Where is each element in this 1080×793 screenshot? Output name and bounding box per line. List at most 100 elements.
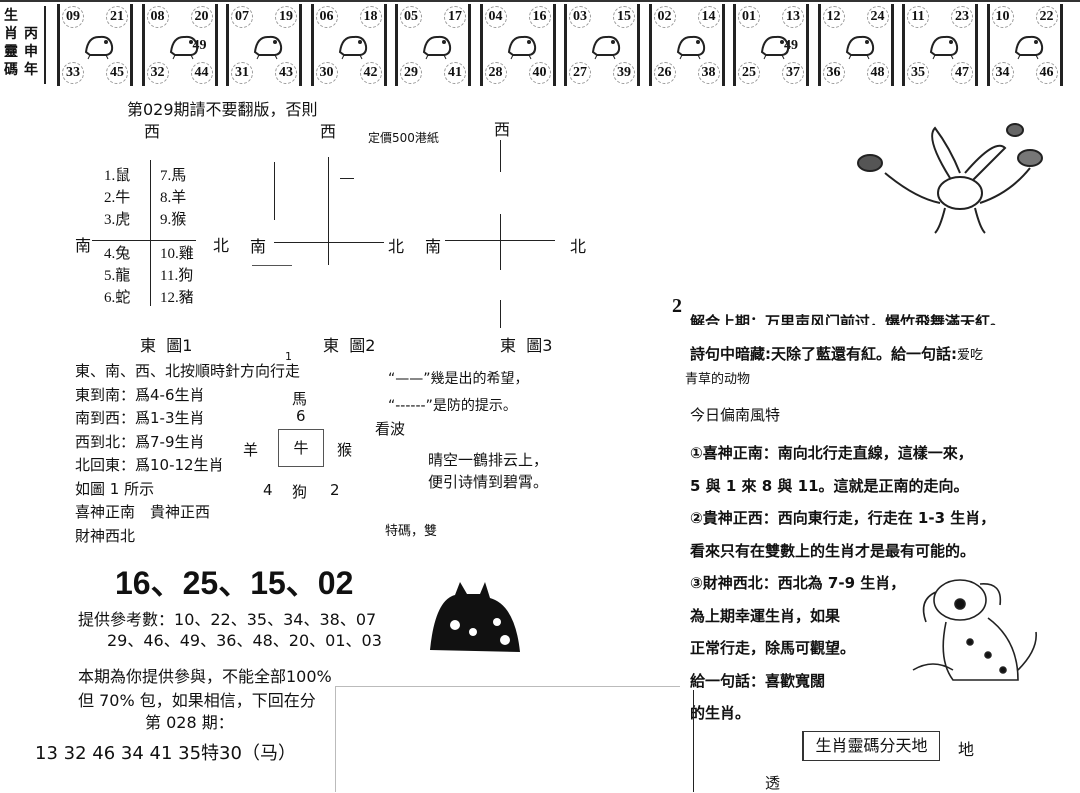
cross-right: 猴 [337,441,353,459]
zodiac-number: 31 [231,62,253,84]
reference-label: 提供參考數： [78,610,175,629]
cross-bottom: 狗 [292,483,308,501]
zodiac-number: 37 [782,62,804,84]
rat-icon [84,35,114,60]
fig2-north: 北 [388,237,405,256]
analysis-line: 為上期幸運生肖，如果 [690,606,841,625]
hint-dashed: “------”是防的提示。 [388,398,517,414]
zodiac-number: 33 [62,62,84,84]
zodiac-item: 10.雞 [160,246,194,262]
zodiac-item: 8.羊 [160,190,187,206]
zodiac-item: 9.猴 [160,212,187,228]
zodiac-number: 44 [190,62,213,84]
dragon-icon [338,35,367,60]
cross-bottom-left: 4 [263,481,273,499]
fig2-dash-mark [252,265,292,266]
zodiac-number: 17 [444,6,466,28]
main-picks: 16、25、15、02 [115,565,354,601]
zodiac-number: 13 [782,6,804,28]
zodiac-number: 42 [359,62,382,84]
reference-line-2: 29、46、49、36、48、20、01、03 [107,631,382,650]
zodiac-number: 29 [400,62,422,84]
hint-text: 爱吃 [957,348,984,363]
dalmatian-illustration-icon [912,579,1037,681]
zodiac-number: 14 [697,6,720,28]
price: 定價500港紙 [368,131,439,145]
reference-numbers: 10、22、35、34、38、07 [174,610,377,629]
banner-title: 生肖靈碼 丙申年 [2,6,46,84]
mark: 1 [285,350,292,363]
zodiac-number: 01 [738,6,760,28]
zodiac-number: 25 [738,62,760,84]
hint-wave: 看波 [375,420,406,438]
bunny-juggler-illustration-icon [857,123,1043,234]
fig1-vertical-axis [150,160,151,306]
fig1-horizontal-axis [92,240,196,241]
zodiac-list-left: 1.鼠 2.牛 3.虎 4.兔 5.龍 6.蛇 [104,165,144,309]
zodiac-item: 2.牛 [104,190,131,206]
gods-line: 財神西北 [75,526,136,545]
zodiac-number: 03 [569,6,591,28]
analysis-line: 5 與 1 來 8 與 11。這就是正南的走向。 [690,476,969,495]
zodiac-item: 3.虎 [104,212,131,228]
zodiac-number: 43 [275,62,297,84]
zodiac-number: 24 [866,6,889,28]
gods-line: 喜神正南 貴神正西 [75,503,211,521]
analysis-line: ③財神西北：西北為 7-9 生肖， [690,574,906,592]
rule-line: 如圖 1 所示 [75,479,155,498]
fig2-label: 圖2 [349,336,376,355]
hidden-label: 詩句中暗藏: [690,345,771,363]
notice-line-2: 但 70% 包，如果相信，下回在分 [78,691,316,710]
notice-line-1: 本期為你提供參與，不能全部100% [78,667,332,686]
fig2-south: 南 [250,237,267,256]
zodiac-number: 32 [146,62,169,84]
zodiac-code-box: 生肖靈碼分天地 [802,731,940,761]
monkey-icon [676,35,705,60]
zodiac-number: 28 [484,62,507,84]
reference-line-1: 提供參考數：10、22、35、34、38、07 [78,606,376,630]
rule-line: 東到南：爲4-6生肖 [75,385,205,404]
fig3-east: 東 [500,336,517,355]
zodiac-number: 21 [106,6,128,28]
zodiac-number: 46 [1035,62,1058,84]
zodiac-number: 16 [528,6,551,28]
fig2-west: 西 [320,122,337,141]
poem-line-2: 便引诗情到碧霄。 [428,473,549,491]
horse-icon [507,35,536,60]
zodiac-number: 08 [146,6,169,28]
pig-icon [929,35,959,60]
zodiac-number: 15 [613,6,635,28]
fig2-caption: 東 圖2 [323,332,375,356]
zodiac-item: 6.蛇 [104,290,131,306]
analysis-line: ②貴神正西：西向東行走，行走在 1-3 生肖， [690,509,996,527]
rules-block: 東、南、西、北按順時針方向行走 東到南：爲4-6生肖 南到西：爲1-3生肖 西到… [75,360,300,548]
cross-top: 馬 [292,390,308,408]
cross-center-box: 牛 [278,429,324,467]
rule-line: 南到西：爲1-3生肖 [75,409,205,427]
zodiac-number: 20 [190,6,213,28]
bottom-text: 透 [765,774,781,792]
sheep-icon [591,35,621,60]
fig2-east: 東 [323,336,340,355]
hint-text-2: 青草的动物 [685,372,751,387]
analysis-block: ①喜神正南：南向北行走直線，這樣一來， 5 與 1 來 8 與 11。這就是正南… [690,437,995,730]
zodiac-number: 36 [822,62,845,84]
previous-result: 13 32 46 34 41 35特30（马） [35,743,296,764]
zodiac-item: 4.兔 [104,246,131,262]
fig1-west: 西 [144,122,161,141]
mouse-icon [1014,35,1043,60]
previous-issue-label: 第 028 期： [145,713,234,732]
zodiac-number: 34 [991,62,1014,84]
fig2-horizontal-axis [274,242,384,243]
poem-line-1: 晴空一鶴排云上， [428,451,549,469]
fig1-south: 南 [75,236,92,255]
zodiac-number: 22 [1035,6,1058,28]
fig3-label: 圖3 [526,336,553,355]
